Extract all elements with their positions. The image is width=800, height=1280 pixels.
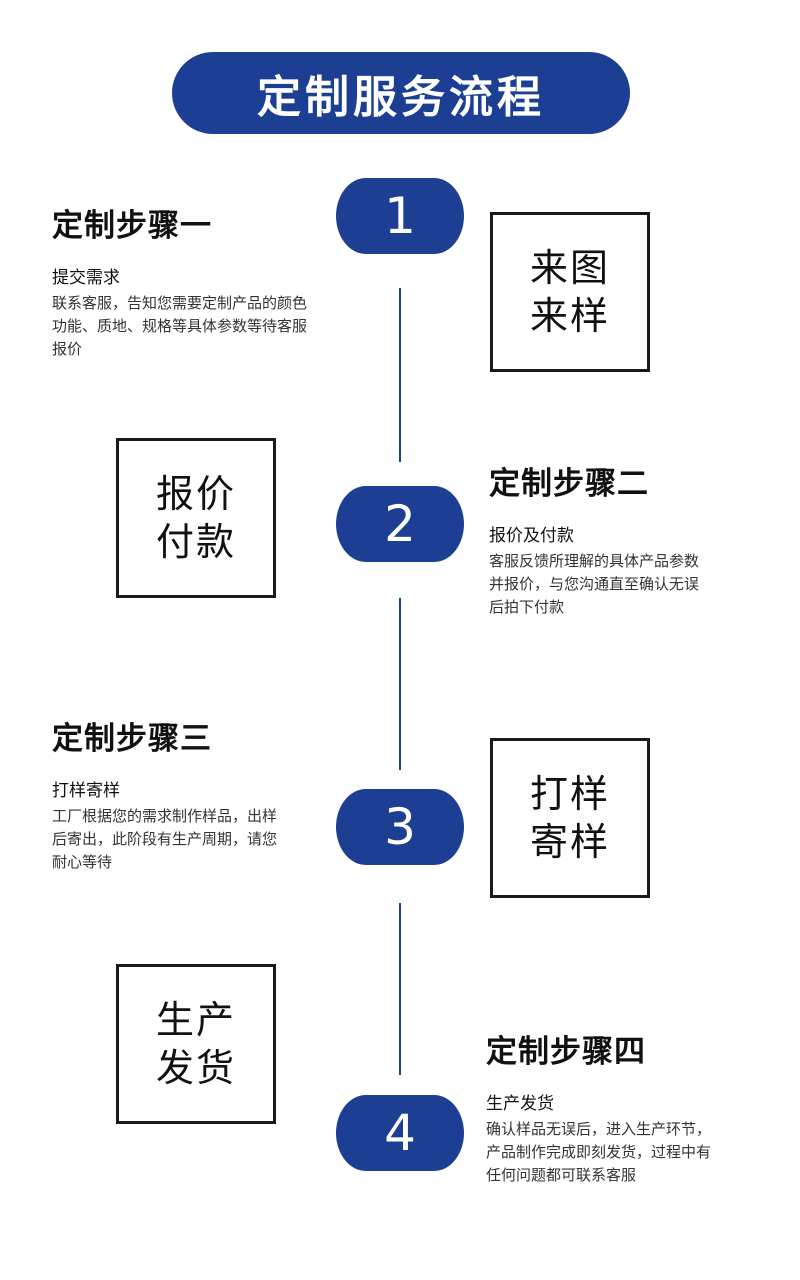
desc-line: 后拍下付款	[489, 598, 565, 616]
box-label-line: 付款	[155, 520, 236, 564]
step-number-badge: 2	[336, 486, 464, 562]
box-label-line: 寄样	[529, 820, 610, 864]
step-1-text: 定制步骤一 提交需求 联系客服，告知您需要定制产品的颜色 功能、质地、规格等具体…	[52, 200, 307, 361]
step-4-text: 定制步骤四 生产发货 确认样品无误后，进入生产环节， 产品制作完成即刻发货，过程…	[486, 1026, 711, 1187]
step-subtitle: 提交需求	[52, 268, 120, 288]
step-number-badge: 4	[336, 1095, 464, 1171]
step-number-badge: 1	[336, 178, 464, 254]
step-2-label-box: 报价 付款	[116, 438, 276, 598]
desc-line: 联系客服，告知您需要定制产品的颜色	[52, 294, 308, 312]
desc-line: 产品制作完成即刻发货，过程中有	[486, 1143, 712, 1161]
step-1-label-box: 来图 来样	[490, 212, 650, 372]
box-label-line: 发货	[155, 1046, 236, 1090]
step-description: 联系客服，告知您需要定制产品的颜色 功能、质地、规格等具体参数等待客服 报价	[52, 292, 307, 361]
box-label-line: 来图	[529, 246, 610, 290]
desc-line: 报价	[52, 340, 83, 358]
step-number: 1	[384, 187, 416, 245]
desc-line: 确认样品无误后，进入生产环节，	[486, 1120, 712, 1138]
connector-line	[399, 903, 401, 1075]
step-2-text: 定制步骤二 报价及付款 客服反馈所理解的具体产品参数 并报价，与您沟通直至确认无…	[489, 458, 699, 619]
step-description: 客服反馈所理解的具体产品参数 并报价，与您沟通直至确认无误 后拍下付款	[489, 550, 699, 619]
step-description: 工厂根据您的需求制作样品，出样 后寄出，此阶段有生产周期，请您 耐心等待	[52, 805, 277, 874]
step-heading: 定制步骤一	[52, 208, 212, 244]
step-subtitle: 报价及付款	[489, 526, 574, 546]
step-number: 3	[384, 798, 416, 856]
step-heading: 定制步骤三	[52, 721, 212, 757]
page-title: 定制服务流程	[257, 72, 545, 123]
desc-line: 工厂根据您的需求制作样品，出样	[52, 807, 278, 825]
step-subtitle: 生产发货	[486, 1094, 554, 1114]
desc-line: 耐心等待	[52, 853, 113, 871]
step-3-label-box: 打样 寄样	[490, 738, 650, 898]
title-banner: 定制服务流程	[172, 52, 630, 134]
step-number: 2	[384, 495, 416, 553]
step-4-label-box: 生产 发货	[116, 964, 276, 1124]
step-number-badge: 3	[336, 789, 464, 865]
desc-line: 功能、质地、规格等具体参数等待客服	[52, 317, 308, 335]
step-heading: 定制步骤二	[489, 466, 649, 502]
step-heading: 定制步骤四	[486, 1034, 646, 1070]
box-label-line: 报价	[155, 472, 236, 516]
box-label-line: 打样	[529, 772, 610, 816]
desc-line: 后寄出，此阶段有生产周期，请您	[52, 830, 278, 848]
box-label-line: 生产	[155, 998, 236, 1042]
connector-line	[399, 288, 401, 462]
step-description: 确认样品无误后，进入生产环节， 产品制作完成即刻发货，过程中有 任何问题都可联系…	[486, 1118, 711, 1187]
desc-line: 任何问题都可联系客服	[486, 1166, 637, 1184]
box-label-line: 来样	[529, 294, 610, 338]
step-subtitle: 打样寄样	[52, 781, 120, 801]
desc-line: 并报价，与您沟通直至确认无误	[489, 575, 700, 593]
step-number: 4	[384, 1104, 416, 1162]
desc-line: 客服反馈所理解的具体产品参数	[489, 552, 700, 570]
connector-line	[399, 598, 401, 770]
step-3-text: 定制步骤三 打样寄样 工厂根据您的需求制作样品，出样 后寄出，此阶段有生产周期，…	[52, 713, 277, 874]
